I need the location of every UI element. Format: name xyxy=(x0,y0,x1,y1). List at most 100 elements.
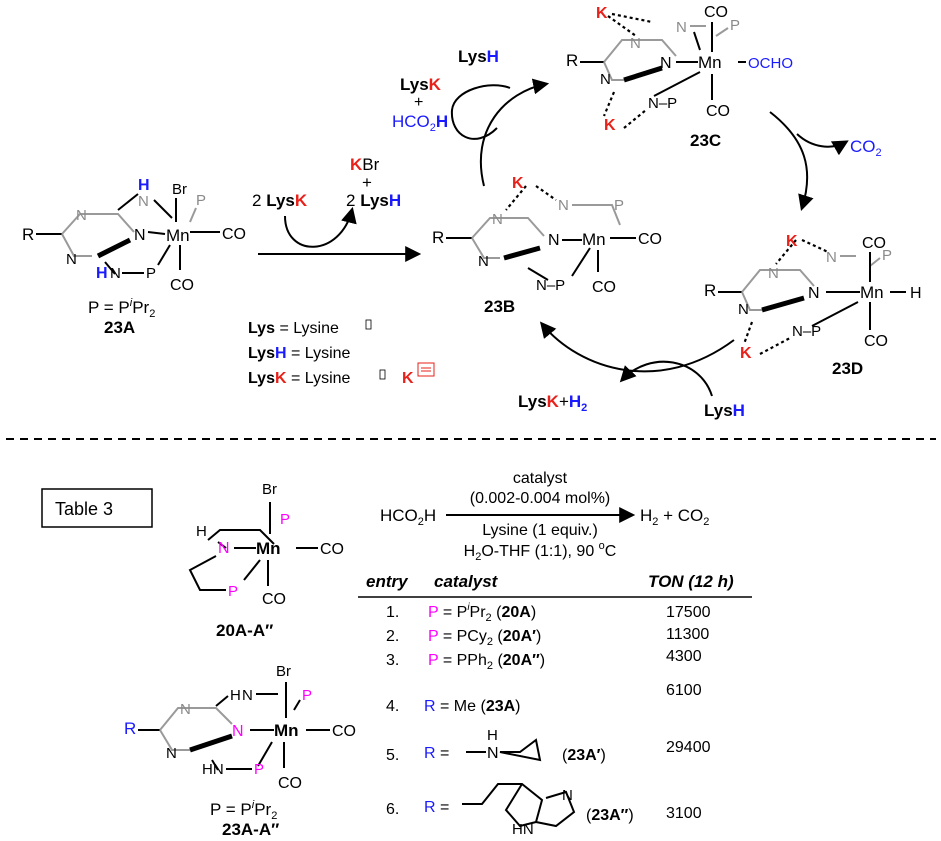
ring-n: N xyxy=(660,55,672,72)
table-row: 4. R = Me (23A) 6100 xyxy=(386,682,702,715)
legend-lysk: LysK = Lysine xyxy=(248,370,351,387)
row-label: (23A′) xyxy=(562,747,606,764)
byproduct-2-lysh: 2 LysH xyxy=(346,191,401,210)
r-group-label: R xyxy=(566,51,578,70)
carbonyl: CO xyxy=(262,591,286,608)
carbonyl: CO xyxy=(704,4,728,21)
r-group-label: R xyxy=(432,228,444,247)
nh-hydrogen: H xyxy=(138,177,150,194)
manganese: Mn xyxy=(860,283,884,302)
table-row: 2. P = PCy2 (20A′) 11300 xyxy=(386,626,709,648)
phosphine: P xyxy=(196,192,206,209)
row-ton: 11300 xyxy=(666,626,709,643)
table-title: Table 3 xyxy=(55,499,113,519)
structure-20A: H Br P N Mn CO P CO 20A-A″ xyxy=(188,481,344,640)
carbonyl: CO xyxy=(638,231,662,248)
ring-n: N xyxy=(76,207,87,224)
amine-n: N xyxy=(218,540,230,557)
r-group-label: R xyxy=(124,719,136,738)
manganese: Mn xyxy=(698,53,722,72)
phosphine: P xyxy=(614,197,624,214)
potassium: K xyxy=(604,117,616,134)
row-entry: 1. xyxy=(386,604,399,621)
col-ton: TON (12 h) xyxy=(648,572,734,591)
cycle-reagents: LysH LysK + HCO2H CO2 LysK+H2 LysH xyxy=(392,47,882,420)
potassium: K xyxy=(512,175,524,192)
products: H2 + CO2 xyxy=(640,506,709,528)
ring-n: N xyxy=(180,701,191,718)
label-23A-series: 23A-A″ xyxy=(222,820,279,839)
formate: OCHO xyxy=(748,55,793,72)
phosphine: P xyxy=(254,761,264,778)
phosphine: P xyxy=(228,583,238,600)
imidazole-nh: HN xyxy=(512,821,534,838)
lysh-in-bottom: LysH xyxy=(704,401,745,420)
p-definition: P = PiPr2 xyxy=(210,799,277,822)
row-catalyst: R = Me (23A) xyxy=(424,698,521,715)
hydride: H xyxy=(910,285,922,302)
amine-n: N xyxy=(487,745,499,762)
condition-solvent: H2O-THF (1:1), 90 oC xyxy=(464,540,617,563)
carbonyl: CO xyxy=(864,333,888,350)
compound-23B: R N N N K N P Mn N–P CO CO 23B xyxy=(432,175,662,316)
condition-lysine: Lysine (1 equiv.) xyxy=(482,522,598,539)
legend-lys: Lys = Lysine xyxy=(248,320,339,337)
compound-23C: R N N N K N P CO Mn OCHO CO K N–P 23C xyxy=(566,4,793,150)
table-title-box xyxy=(41,488,153,528)
row-entry: 6. xyxy=(386,801,399,818)
potassium-label: K xyxy=(402,370,414,387)
carbonyl: CO xyxy=(170,277,194,294)
row-entry: 3. xyxy=(386,652,399,669)
hydrogen: H xyxy=(196,523,207,540)
manganese: Mn xyxy=(582,230,606,249)
row-ton: 3100 xyxy=(666,805,702,822)
plus-sign: + xyxy=(362,173,372,192)
ring-n: N xyxy=(66,251,77,268)
byproduct-kbr: KBr xyxy=(350,155,380,174)
condition-catalyst: catalyst xyxy=(513,470,568,487)
co2-released: CO2 xyxy=(850,137,882,159)
ring-n: N xyxy=(738,301,749,318)
plus-sign: + xyxy=(414,94,423,111)
arrow-23A-to-23B: 2 LysK KBr + 2 LysH xyxy=(252,155,422,262)
amine-phosphine: N–P xyxy=(648,95,677,112)
amine-n: N xyxy=(138,193,149,210)
table-3: Table 3 H Br P N Mn CO P CO 20A-A″ Br R … xyxy=(41,470,752,839)
lysine-legend: Lys = Lysine LysH = Lysine LysK = Lysine… xyxy=(248,319,435,387)
structure-23A: Br R N N N H N P Mn CO HN P CO P = PiPr2… xyxy=(124,663,356,839)
row-ton: 6100 xyxy=(666,682,702,699)
row-ton: 17500 xyxy=(666,604,711,621)
r-group-label: R xyxy=(704,281,716,300)
phosphine: P xyxy=(302,687,312,704)
lysh-out-top: LysH xyxy=(458,47,499,66)
amine-n: N xyxy=(676,19,687,36)
row-ton: 4300 xyxy=(666,648,702,665)
carbonyl: CO xyxy=(332,723,356,740)
ring-n: N xyxy=(808,285,820,302)
catalytic-cycle-arrows xyxy=(450,78,849,397)
carbonyl: CO xyxy=(222,226,246,243)
col-catalyst: catalyst xyxy=(434,572,499,591)
lysk-plus-h2: LysK+H2 xyxy=(518,392,587,414)
amine-nh: HN xyxy=(202,761,224,778)
label-23D: 23D xyxy=(832,359,863,378)
manganese: Mn xyxy=(274,721,299,740)
p-definition: P = PiPr2 xyxy=(88,297,155,320)
manganese: Mn xyxy=(166,226,190,245)
ring-n: N xyxy=(134,227,146,244)
row-catalyst: P = PiPr2 (20A) xyxy=(428,602,536,624)
carbonyl: CO xyxy=(320,541,344,558)
condition-loading: (0.002-0.004 mol%) xyxy=(470,490,611,507)
reaction-conditions: HCO2H catalyst (0.002-0.004 mol%) Lysine… xyxy=(380,470,709,563)
r-group-label: R xyxy=(22,225,34,244)
row-ton: 29400 xyxy=(666,739,711,756)
amine-n: N xyxy=(826,249,837,266)
lysk-in-top: LysK xyxy=(400,75,442,94)
potassium: K xyxy=(740,345,752,362)
carbonyl: CO xyxy=(592,279,616,296)
carbonyl: CO xyxy=(862,235,886,252)
phosphine: P xyxy=(730,17,740,34)
imidazole-n: N xyxy=(562,787,573,804)
amine-n: N xyxy=(242,687,253,704)
